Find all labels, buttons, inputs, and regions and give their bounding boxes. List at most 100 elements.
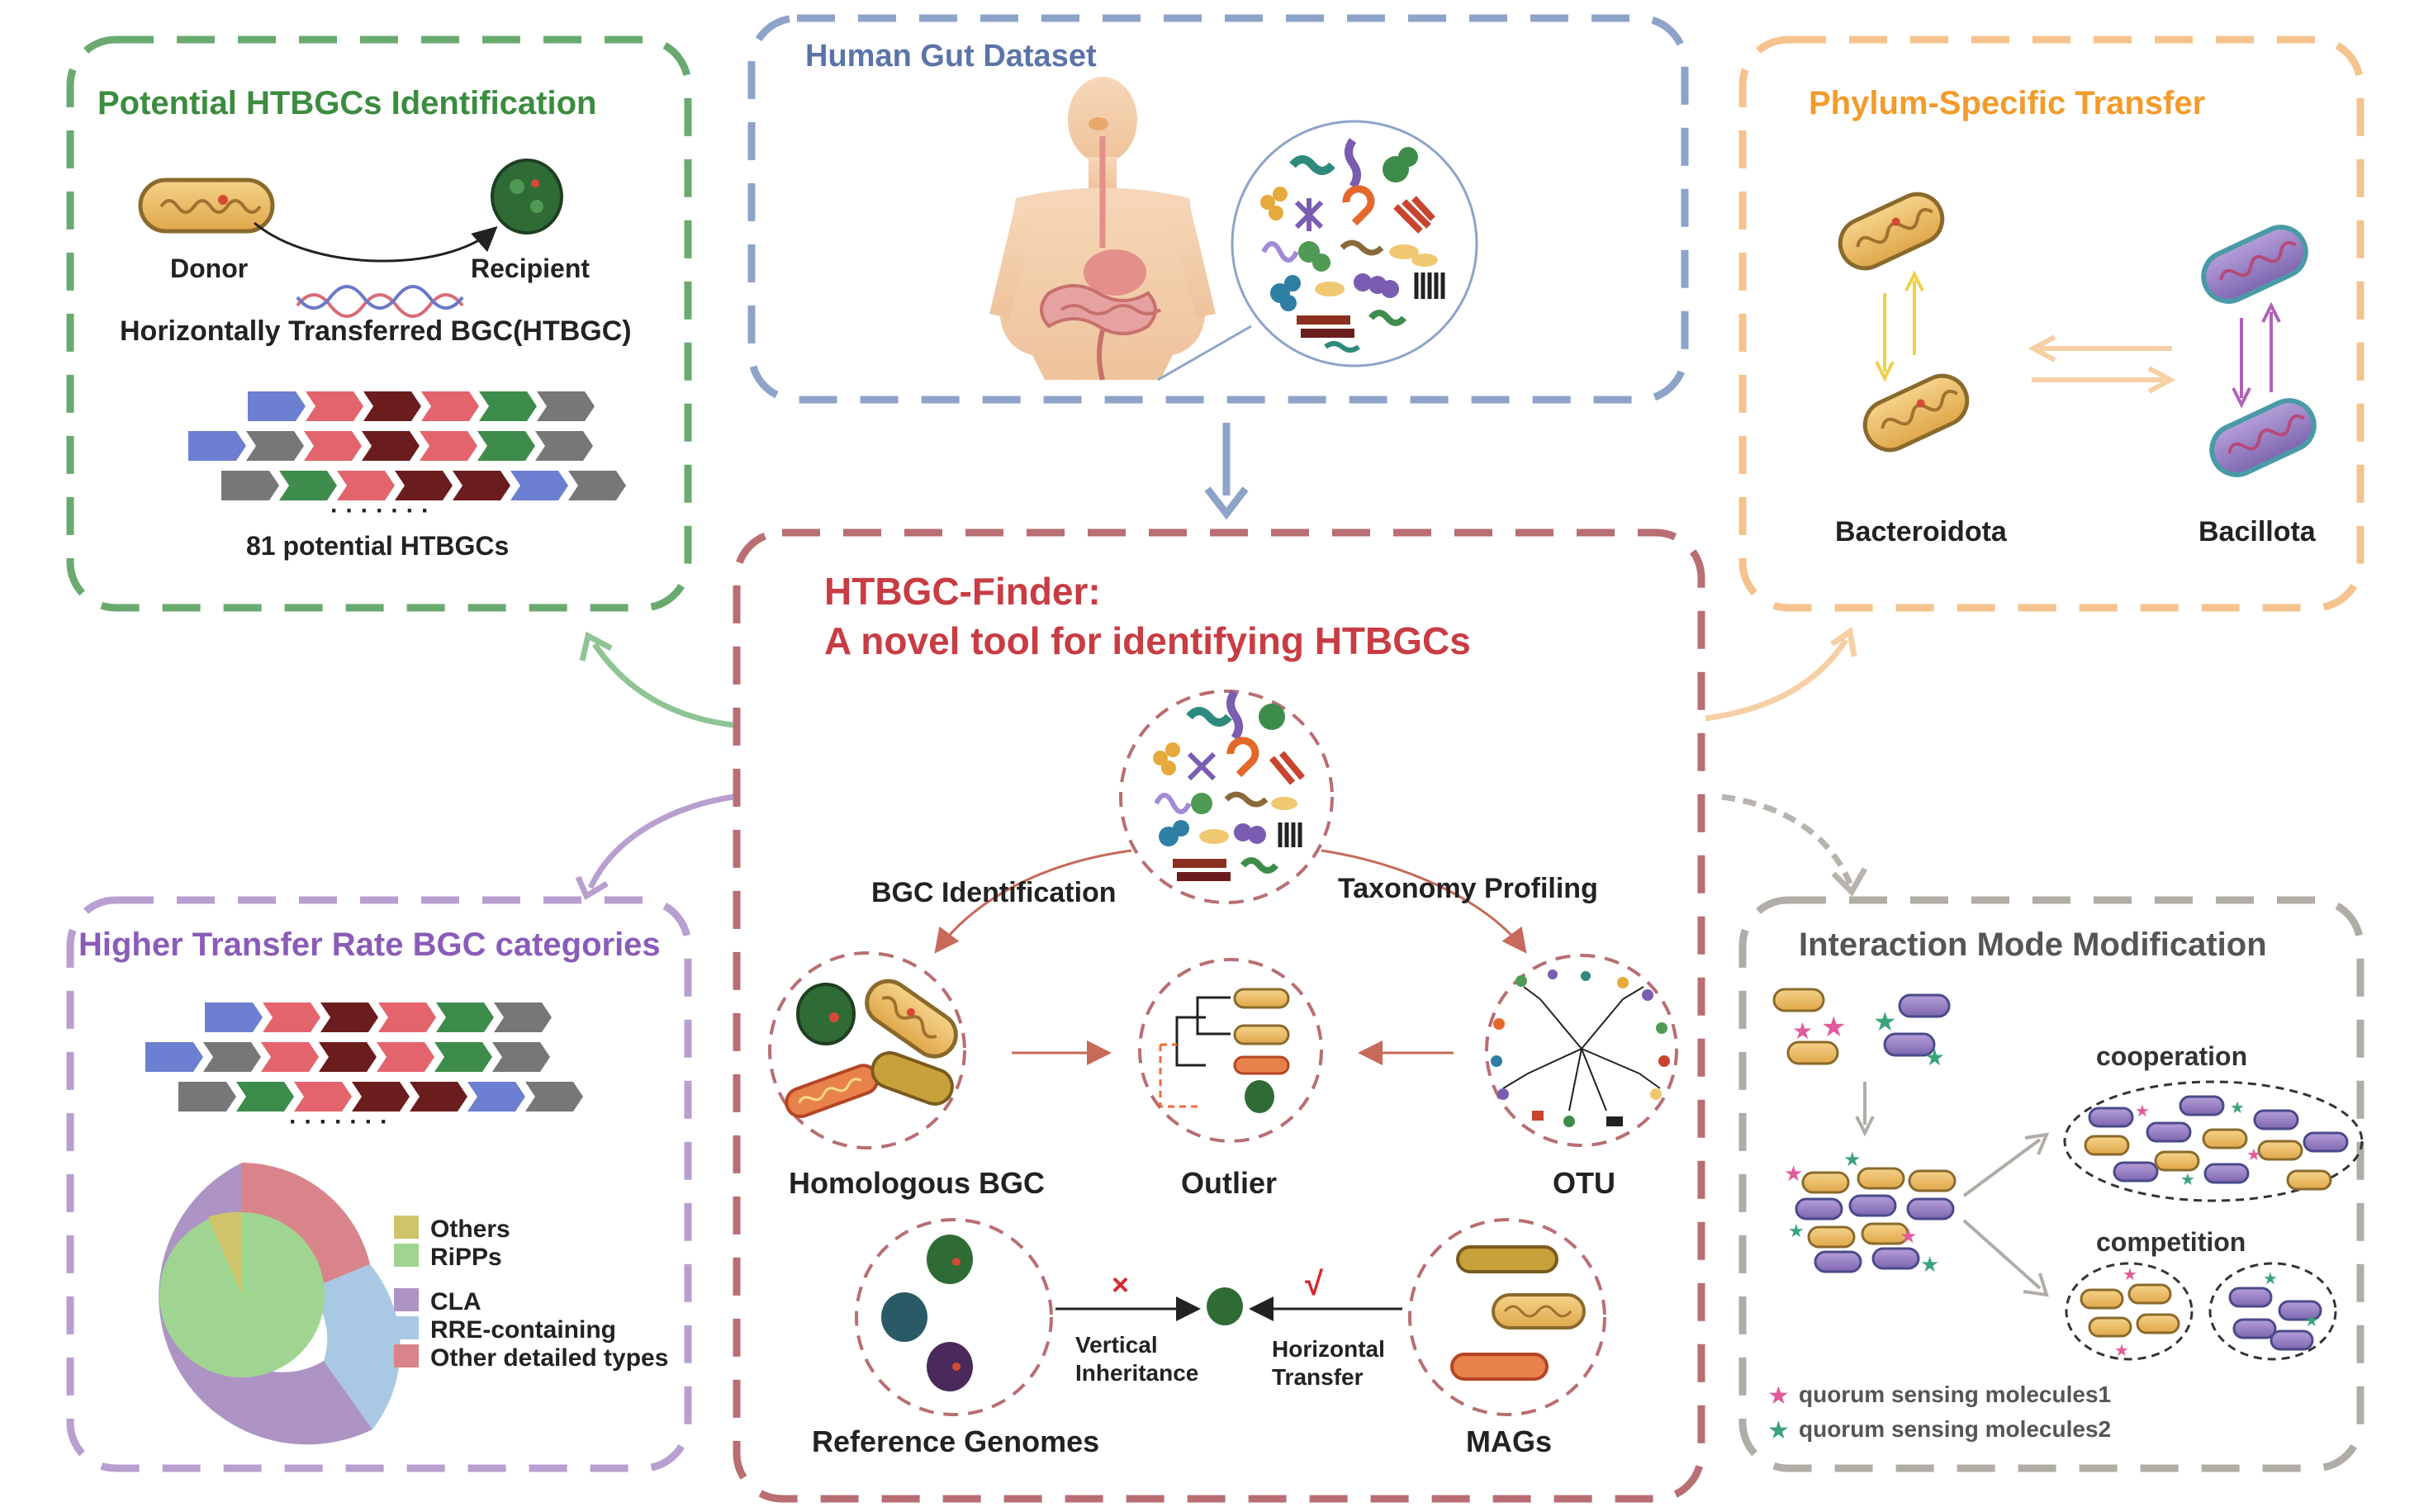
reference-genomes-circle [855, 1218, 1053, 1416]
input-microbe-cluster-icon [1153, 690, 1306, 881]
donut-legend: Others RiPPs CLA RRE-containing Other de… [394, 1216, 668, 1372]
outlier-circle [1138, 958, 1323, 1143]
svg-text:★: ★ [2180, 1169, 2195, 1189]
horizontal-line1: Horizontal [1272, 1336, 1385, 1362]
donut-others-slice [208, 1211, 242, 1295]
cross-phylum-arrows [2028, 334, 2176, 394]
gut-to-finder-arrow [1204, 423, 1249, 520]
svg-text:★: ★ [2114, 1340, 2129, 1360]
potential-htbgcs-panel [66, 36, 692, 612]
bacillota-exchange-arrows [2232, 301, 2281, 409]
check-mark: √ [1305, 1266, 1324, 1302]
center-genome-icon [1207, 1287, 1243, 1325]
svg-text:★: ★ [1900, 1225, 1918, 1248]
legend-swatch-ripps [394, 1244, 419, 1267]
bacillota-top-icon [2201, 225, 2308, 304]
reference-genomes-icon [881, 1235, 973, 1391]
otu-tree-icon [1502, 986, 1661, 1111]
donor-to-recipient-arrow [254, 221, 498, 263]
finder-to-interaction-arrow [1721, 794, 1868, 897]
magnifier-line [1157, 325, 1252, 382]
svg-text:★: ★ [1788, 1221, 1805, 1242]
svg-text:★: ★ [2304, 1311, 2319, 1330]
otu-microbes-icon [1491, 969, 1670, 1127]
qs1-star-icon: ★ [1767, 1382, 1790, 1410]
interaction-panel-title: Interaction Mode Modification [1799, 927, 2267, 963]
legend-label-cla: CLA [430, 1288, 481, 1315]
human-gut-title: Human Gut Dataset [805, 39, 1097, 73]
competition-label: competition [2096, 1227, 2246, 1257]
donor-bacterium-icon [138, 178, 275, 234]
legend-label-rre: RRE-containing [430, 1316, 616, 1344]
svg-text:★: ★ [1920, 1253, 1939, 1277]
dna-helix-icon [296, 285, 464, 318]
bacteroidota-label: Bacteroidota [1835, 516, 2008, 547]
bacteroidota-exchange-arrows [1875, 270, 1924, 382]
human-gut-panel [747, 14, 1689, 404]
bacillota-label: Bacillota [2198, 516, 2317, 547]
svg-text:★: ★ [1821, 1011, 1846, 1044]
htbgc-finder-panel [733, 528, 1705, 1503]
gene-cluster-arrows-top [188, 391, 626, 500]
bacteroidota-bottom-icon [1862, 373, 1970, 453]
svg-text:★: ★ [1873, 1006, 1897, 1037]
higher-rate-panel [66, 896, 692, 1472]
finder-to-potential-arrow [579, 631, 734, 728]
svg-text:★: ★ [1843, 1148, 1862, 1171]
to-competition-arrow [1962, 1219, 2049, 1297]
bgc-identification-label: BGC Identification [871, 877, 1117, 908]
legend-label-other-detailed: Other detailed types [430, 1344, 668, 1372]
finder-to-phylum-arrow [1705, 627, 1857, 722]
donut-other-detailed-slice [242, 1163, 370, 1290]
potential-dots: · · · · · · · [330, 497, 429, 524]
bgc-category-donut [159, 1163, 401, 1445]
legend-swatch-others [394, 1216, 419, 1239]
svg-text:★: ★ [1792, 1017, 1813, 1045]
legend-swatch-rre [394, 1316, 419, 1339]
mixed-bacteria-icon: ★ ★ ★ ★ ★ [1784, 1148, 1957, 1277]
horizontal-line2: Transfer [1272, 1364, 1364, 1390]
svg-text:★: ★ [1784, 1162, 1803, 1187]
otu-label: OTU [1553, 1166, 1615, 1200]
svg-text:★: ★ [2135, 1101, 2150, 1121]
phylum-panel-title: Phylum-Specific Transfer [1809, 85, 2205, 121]
donor-label: Donor [170, 254, 248, 283]
svg-text:★: ★ [2263, 1268, 2278, 1288]
legend-swatch-cla [394, 1288, 419, 1311]
recipient-bacterium-icon [491, 159, 563, 235]
cooperation-label: cooperation [2096, 1041, 2247, 1071]
bacillota-bottom-icon [2209, 398, 2317, 477]
mags-label: MAGs [1466, 1424, 1552, 1458]
finder-title-line1: HTBGC-Finder: [824, 570, 1101, 613]
mags-icon [1450, 1245, 1586, 1381]
legend-swatch-other-detailed [394, 1344, 419, 1367]
cooperation-group [2063, 1080, 2364, 1202]
phylum-transfer-panel [1738, 36, 2364, 612]
human-body-icon [989, 77, 1216, 381]
competition-group-right [2208, 1262, 2337, 1361]
outlier-label: Outlier [1181, 1166, 1277, 1200]
finder-title-line2: A novel tool for identifying HTBGCs [824, 619, 1471, 662]
to-otu-arrow [1321, 849, 1527, 954]
reference-genomes-label: Reference Genomes [812, 1424, 1099, 1458]
qs2-star-icon: ★ [1767, 1416, 1790, 1445]
gene-cluster-arrows-bottom [145, 1002, 583, 1111]
competition-group-left [2065, 1262, 2194, 1361]
initial-bacteria-icon: ★ ★ ★ ★ [1772, 988, 1951, 1071]
htbgc-caption: Horizontally Transferred BGC(HTBGC) [120, 315, 632, 347]
potential-panel-title: Potential HTBGCs Identification [97, 85, 596, 121]
otu-circle [1485, 954, 1678, 1147]
higher-rate-title: Higher Transfer Rate BGC categories [78, 927, 661, 963]
bacteroidota-top-icon [1838, 192, 1945, 271]
legend-label-others: Others [430, 1216, 510, 1243]
potential-count-label: 81 potential HTBGCs [246, 531, 509, 561]
recipient-label: Recipient [471, 254, 590, 283]
finder-to-higher-rate-arrow [575, 794, 734, 901]
svg-text:★: ★ [2230, 1097, 2245, 1117]
qs2-label: quorum sensing molecules2 [1799, 1416, 2111, 1442]
initial-to-mixed-arrow [1855, 1082, 1875, 1137]
vertical-line1: Vertical [1075, 1332, 1158, 1358]
svg-text:★: ★ [1924, 1044, 1945, 1071]
taxonomy-profiling-label: Taxonomy Profiling [1338, 873, 1598, 904]
homologous-bgc-circle [768, 951, 966, 1149]
